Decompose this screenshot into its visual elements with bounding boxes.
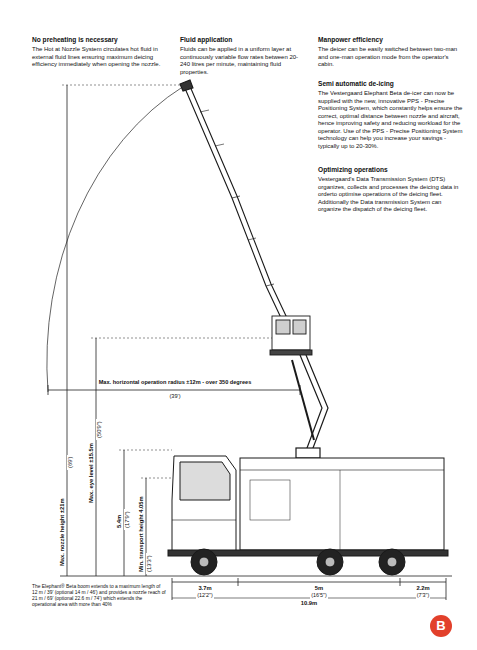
- body-text: The Vestergaard Elephant Beta de-icer ca…: [318, 90, 463, 150]
- extension-line: [91, 338, 272, 339]
- dimension-label: Max. nozzle height ±21m: [59, 496, 65, 568]
- extension-line: [141, 478, 172, 479]
- section-heading: Semi automatic de-icing: [318, 80, 463, 88]
- caption-note: The Elephant® Beta boom extends to a max…: [32, 584, 167, 609]
- page-badge: [430, 615, 452, 637]
- boom: [180, 80, 287, 320]
- ground-line: [60, 576, 452, 577]
- dim-tick: [172, 578, 173, 600]
- body-text: Vestergaard's Data Transmission System (…: [318, 176, 463, 214]
- body-text: The Hot at Nozzle System circulates hot …: [32, 46, 172, 69]
- dim-tick: [48, 385, 49, 395]
- section-heading: Fluid application: [180, 36, 310, 44]
- radius-line: [48, 390, 300, 391]
- dimension-label: Max. horizontal operation radius ±12m - …: [98, 379, 253, 386]
- dimension-label: (16'5"): [310, 592, 328, 599]
- nozzle: [180, 80, 193, 91]
- dim-tick: [238, 578, 239, 586]
- section-heading: Optimizing operations: [318, 166, 463, 174]
- eye-level-line: [96, 338, 97, 576]
- dimension-label: (39'): [168, 393, 181, 400]
- dim-tick: [446, 578, 447, 600]
- dimension-label: Min. transport height 4.05m: [138, 494, 144, 574]
- dimension-label: (13'3"): [146, 553, 152, 574]
- body-text: Fluids can be applied in a uniform layer…: [180, 46, 308, 76]
- page-badge-letter: B: [436, 618, 445, 634]
- dimension-label: (12'2"): [196, 592, 214, 599]
- section-heading: No preheating is necessary: [32, 36, 172, 44]
- body-text: The deicer can be easily switched betwee…: [318, 46, 463, 69]
- section-heading: Manpower efficiency: [318, 36, 463, 44]
- lower-arm: [292, 355, 328, 458]
- dimension-label: (50'9"): [96, 419, 102, 440]
- truck: [168, 456, 448, 575]
- dimension-label: 10.9m: [300, 600, 318, 607]
- operator-cabin: [270, 316, 312, 355]
- dimension-label: (17'9"): [124, 509, 130, 530]
- dim-tick: [400, 578, 401, 586]
- dimension-label: Max. eye level ±15.5m: [88, 441, 94, 505]
- extension-line: [62, 85, 185, 86]
- length-line: [172, 582, 446, 583]
- nozzle-height-line: [67, 85, 68, 576]
- dimension-label: (69'): [67, 455, 73, 470]
- extension-line: [119, 450, 172, 451]
- dimension-label: 5.4m: [116, 513, 122, 530]
- reach-arc: [47, 86, 184, 392]
- dimension-label: (7'3"): [416, 592, 431, 599]
